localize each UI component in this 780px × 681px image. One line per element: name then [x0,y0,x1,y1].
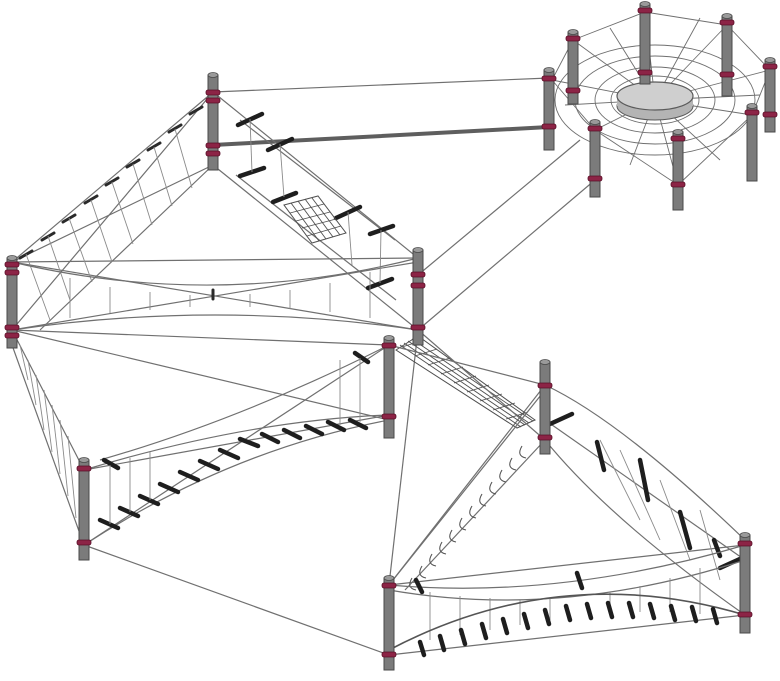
post-right-middle [537,359,553,455]
upper-diagonal-bridge [212,91,419,331]
right-side-net [544,384,746,616]
main-ropes [11,77,746,656]
post-web-6 [670,129,686,211]
post-platform-entry [541,67,557,151]
left-side-net [11,329,85,546]
post-bottom-center [381,575,397,671]
center-net-bridge [388,329,546,441]
post-web-5 [744,103,760,182]
post-top [205,72,221,171]
post-far-right [737,532,753,634]
post-lower-left [76,457,92,561]
post-web-7 [587,119,603,198]
post-web-4 [762,57,778,133]
post-web-1 [565,29,581,105]
upper-left-ladder-net [11,91,214,331]
post-center [381,335,397,439]
lower-right-bridge [388,544,746,658]
post-web-3 [719,13,735,97]
post-middle [410,247,426,346]
posts [4,1,778,671]
spider-web-platform [551,11,771,186]
post-left [4,255,20,349]
post-web-2 [637,1,653,85]
loop-rope-bridge [388,389,546,591]
lower-left-diagonal-bridge [83,344,390,546]
left-upper-bridge [11,257,419,331]
